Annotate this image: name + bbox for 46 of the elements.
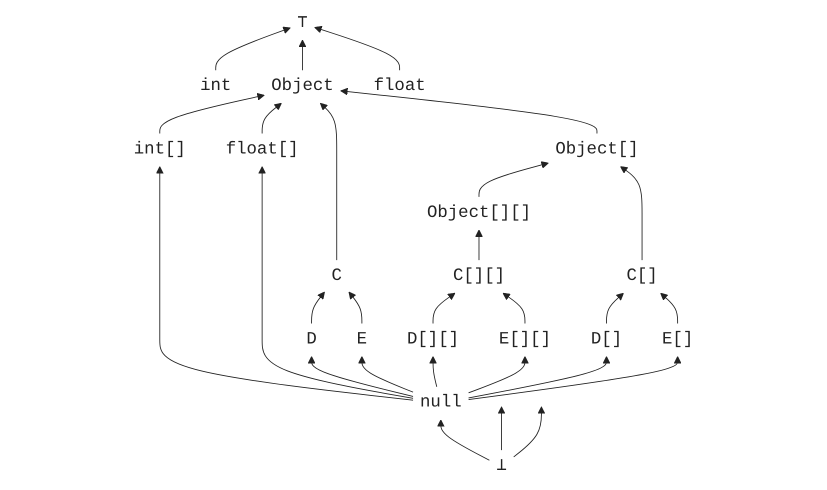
arrow <box>498 406 506 451</box>
arrow <box>468 356 610 398</box>
arrow <box>298 40 306 71</box>
type-label: float <box>374 76 426 96</box>
type-label: C <box>332 266 342 286</box>
type-label: D[] <box>590 330 622 350</box>
type-label: ⊥ <box>496 456 507 476</box>
arrow <box>468 356 529 394</box>
type-label: float[] <box>226 140 299 160</box>
type-label: int[] <box>134 140 186 160</box>
arrow <box>159 92 265 134</box>
arrow <box>437 419 490 461</box>
arrow <box>478 161 549 198</box>
type-label: Object[][] <box>426 202 532 223</box>
type-label: C[][] <box>452 266 506 286</box>
arrow <box>432 292 456 324</box>
type-label: E[] <box>662 330 694 350</box>
arrow <box>502 292 526 324</box>
arrow <box>320 102 338 261</box>
arrow <box>468 356 682 400</box>
arrow <box>606 292 624 324</box>
type-label: D <box>306 330 317 350</box>
arrow <box>262 102 282 134</box>
type-label: ⊤ <box>297 13 308 33</box>
type-label: Object[] <box>555 140 639 160</box>
arrow <box>215 26 291 71</box>
type-label: E[][] <box>498 330 551 350</box>
arrow <box>429 356 438 388</box>
arrow <box>156 166 414 401</box>
arrow <box>314 26 400 71</box>
type-label: D[][] <box>407 330 460 350</box>
arrow <box>358 356 414 393</box>
arrow <box>340 88 598 134</box>
type-label: C[] <box>626 266 658 286</box>
arrow <box>348 292 362 324</box>
type-label: int <box>200 76 232 96</box>
type-label: Object <box>271 76 334 96</box>
arrow <box>513 406 546 458</box>
arrow <box>620 166 642 261</box>
arrow <box>308 356 414 397</box>
arrow <box>311 292 325 324</box>
arrow <box>660 292 678 324</box>
arrow <box>475 229 483 261</box>
arrow <box>258 166 414 399</box>
type-label: E <box>356 330 368 350</box>
type-label: null <box>420 392 462 413</box>
